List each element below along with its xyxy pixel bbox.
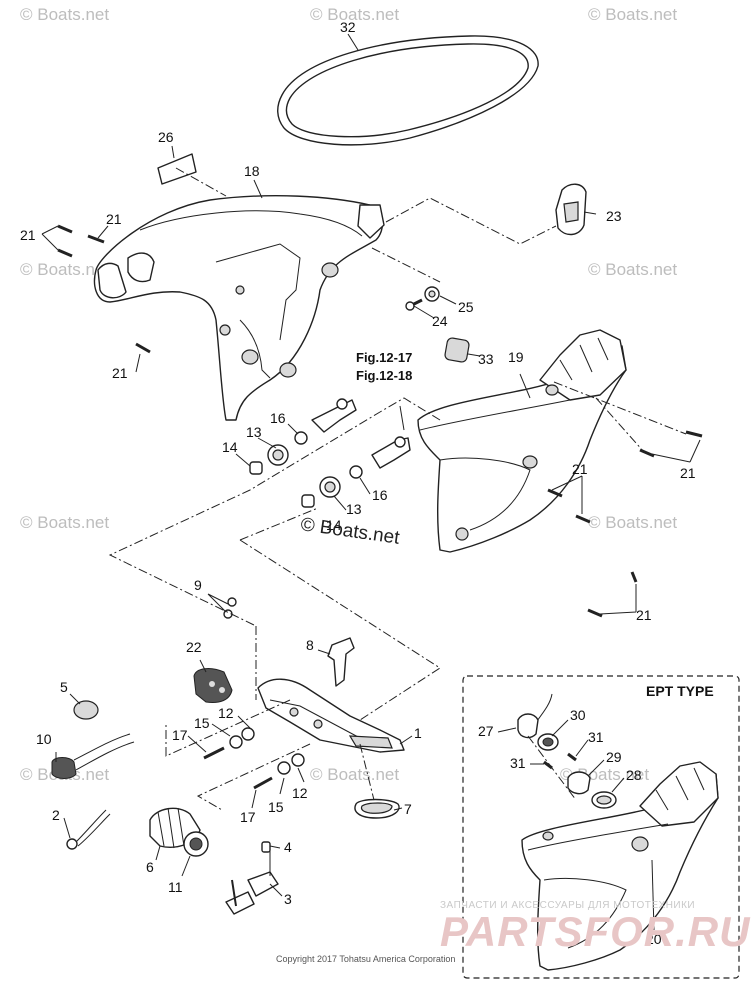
wire-harness-part [66, 809, 111, 850]
watermark-text: © Boats.net [20, 260, 109, 279]
ept-grommet-part [517, 693, 553, 739]
watermark-text: © Boats.net [310, 5, 399, 24]
callout-label: 31 [588, 729, 604, 745]
bracket-part [327, 637, 355, 687]
callout-label: 6 [146, 859, 154, 875]
seal-ring-part [277, 35, 539, 146]
partsfor-overlay-watermark: ЗАПЧАСТИ И АКСЕССУАРЫ ДЛЯ МОТОТЕХНИКИ PA… [440, 900, 751, 955]
callout-label: 16 [270, 410, 286, 426]
ept-connector-part [567, 771, 591, 795]
callout-label: 22 [186, 639, 202, 655]
ept-side-cover-part [521, 761, 719, 971]
lower-side-cover-part [417, 329, 627, 553]
watermark-text: © Boats.net [20, 5, 109, 24]
overlay-watermark-brand: PARTSFOR.RU [440, 908, 751, 955]
callout-label: 9 [194, 577, 202, 593]
callout-label: 17 [240, 809, 256, 825]
cable-grommet-part [51, 733, 135, 779]
callout-label: 13 [246, 424, 262, 440]
callout-label: 10 [36, 731, 52, 747]
upper-cowl-bracket-part [93, 194, 385, 421]
callout-label: 2 [52, 807, 60, 823]
callout-label: 15 [268, 799, 284, 815]
callout-label: 14 [222, 439, 238, 455]
callout-label: 21 [112, 365, 128, 381]
callout-label: 21 [636, 607, 652, 623]
washer-bolt-set-upper [203, 727, 255, 760]
callout-label: 30 [570, 707, 586, 723]
callout-label: 12 [218, 705, 234, 721]
callout-label: 5 [60, 679, 68, 695]
callout-label: 27 [478, 723, 494, 739]
bottom-cover-bracket-part [257, 678, 405, 753]
callout-label: 8 [306, 637, 314, 653]
washer-part [424, 286, 440, 302]
watermark-text: © Boats.net [588, 513, 677, 532]
figure-ref-label: Fig.12-17 [356, 350, 412, 365]
callout-label: 21 [680, 465, 696, 481]
rubber-seal-part [354, 798, 400, 819]
grommet-part [444, 337, 470, 363]
callout-label: 23 [606, 208, 622, 224]
callout-label: 1 [414, 725, 422, 741]
callout-label: 28 [626, 767, 642, 783]
callout-label: 12 [292, 785, 308, 801]
overlay-watermark-tagline: ЗАПЧАСТИ И АКСЕССУАРЫ ДЛЯ МОТОТЕХНИКИ [440, 900, 695, 911]
ept-type-inset: EPT TYPE [462, 675, 740, 979]
leader-lines [41, 33, 701, 897]
watermark-text: © Boats.net [20, 513, 109, 532]
callout-label: 18 [244, 163, 260, 179]
copyright-text: Copyright 2017 Tohatsu America Corporati… [276, 954, 455, 964]
callout-label: 15 [194, 715, 210, 731]
callout-label: 11 [168, 879, 183, 895]
watermark-text: © Boats.net [588, 5, 677, 24]
watermark-text: © Boats.net [588, 260, 677, 279]
callout-label: 7 [404, 801, 412, 817]
side-plate-part [193, 668, 233, 703]
bolt-parts [57, 224, 703, 618]
callout-label: 20 [646, 931, 662, 947]
callout-label: 21 [20, 227, 36, 243]
figure-references: Fig.12-17 Fig.12-18 [356, 350, 412, 383]
callout-label: 21 [572, 461, 588, 477]
callout-label: 26 [158, 129, 174, 145]
callout-label: 19 [508, 349, 524, 365]
washer-bolt-set-lower [253, 753, 305, 790]
callout-label: 3 [284, 891, 292, 907]
switch-assembly-part [225, 841, 279, 915]
figure-ref-label: Fig.12-18 [356, 368, 412, 383]
callout-labels: 32 26 18 21 21 23 25 24 33 19 21 14 13 1… [20, 19, 696, 947]
callout-label: 25 [458, 299, 474, 315]
ept-screw-part [567, 752, 577, 762]
callout-label: 4 [284, 839, 292, 855]
mount-cluster-lower [301, 436, 411, 508]
grommet-ring-part [183, 831, 209, 857]
boats-net-watermarks: © Boats.net © Boats.net © Boats.net © Bo… [20, 5, 677, 784]
callout-label: 21 [106, 211, 122, 227]
callout-label: 29 [606, 749, 622, 765]
callout-label: 33 [478, 351, 494, 367]
assembly-lines [108, 167, 687, 876]
callout-label: 14 [326, 517, 342, 533]
mount-cluster-upper [249, 398, 357, 475]
cap-part [73, 700, 99, 720]
callout-label: 16 [372, 487, 388, 503]
callout-label: 32 [340, 19, 356, 35]
callout-label: 24 [432, 313, 448, 329]
watermark-text: © Boats.net [310, 765, 399, 784]
center-watermark: © Boats.net [299, 514, 401, 549]
callout-label: 31 [510, 755, 526, 771]
callout-label: 17 [172, 727, 188, 743]
clip-part [555, 183, 587, 236]
screw-part [405, 298, 423, 311]
ept-type-title: EPT TYPE [646, 683, 714, 699]
callout-label: 13 [346, 501, 362, 517]
